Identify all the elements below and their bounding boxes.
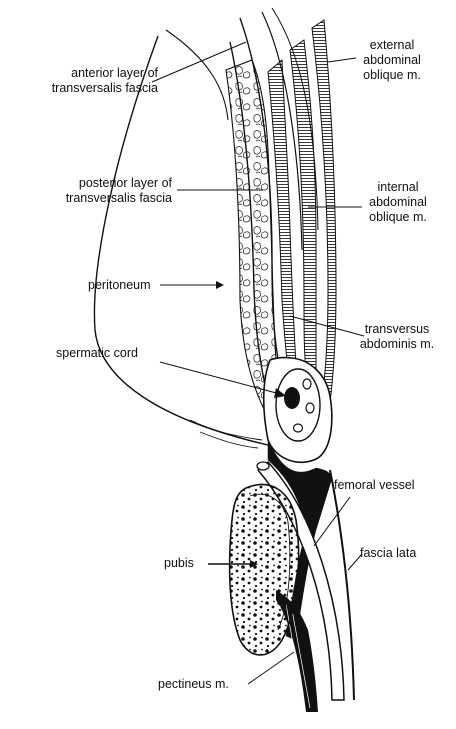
label-posterior-layer: posterior layer of transversalis fascia <box>28 176 172 206</box>
label-femoral-vessel: femoral vessel <box>334 478 415 493</box>
femoral-vessel-opening <box>257 462 269 470</box>
label-fascia-lata: fascia lata <box>360 546 416 561</box>
label-external-oblique-line3: oblique m. <box>352 68 432 83</box>
peritoneum-inner-curve <box>166 30 228 120</box>
label-posterior-layer-line1: posterior layer of <box>28 176 172 191</box>
label-pubis: pubis <box>164 556 194 571</box>
label-transversus-line2: abdominis m. <box>352 337 442 352</box>
label-pectineus-text: pectineus m. <box>158 677 229 692</box>
label-peritoneum: peritoneum <box>88 278 151 293</box>
label-external-oblique-line2: abdominal <box>352 53 432 68</box>
label-external-oblique: external abdominal oblique m. <box>352 38 432 83</box>
label-internal-oblique-line3: oblique m. <box>358 210 438 225</box>
label-pubis-text: pubis <box>164 556 194 571</box>
label-femoral-vessel-text: femoral vessel <box>334 478 415 493</box>
arrow-peritoneum <box>216 281 224 289</box>
label-anterior-layer: anterior layer of transversalis fascia <box>16 66 158 96</box>
label-internal-oblique: internal abdominal oblique m. <box>358 180 438 225</box>
label-transversus-line1: transversus <box>352 322 442 337</box>
label-internal-oblique-line1: internal <box>358 180 438 195</box>
label-transversus: transversus abdominis m. <box>352 322 442 352</box>
label-anterior-layer-line1: anterior layer of <box>16 66 158 81</box>
label-spermatic-cord-text: spermatic cord <box>56 346 138 361</box>
label-pectineus: pectineus m. <box>158 677 229 692</box>
label-peritoneum-text: peritoneum <box>88 278 151 293</box>
label-fascia-lata-text: fascia lata <box>360 546 416 561</box>
label-internal-oblique-line2: abdominal <box>358 195 438 210</box>
leader-pectineus <box>248 652 294 684</box>
label-posterior-layer-line2: transversalis fascia <box>28 191 172 206</box>
vas-deferens <box>284 387 300 409</box>
label-spermatic-cord: spermatic cord <box>56 346 138 361</box>
label-anterior-layer-line2: transversalis fascia <box>16 81 158 96</box>
label-external-oblique-line1: external <box>352 38 432 53</box>
